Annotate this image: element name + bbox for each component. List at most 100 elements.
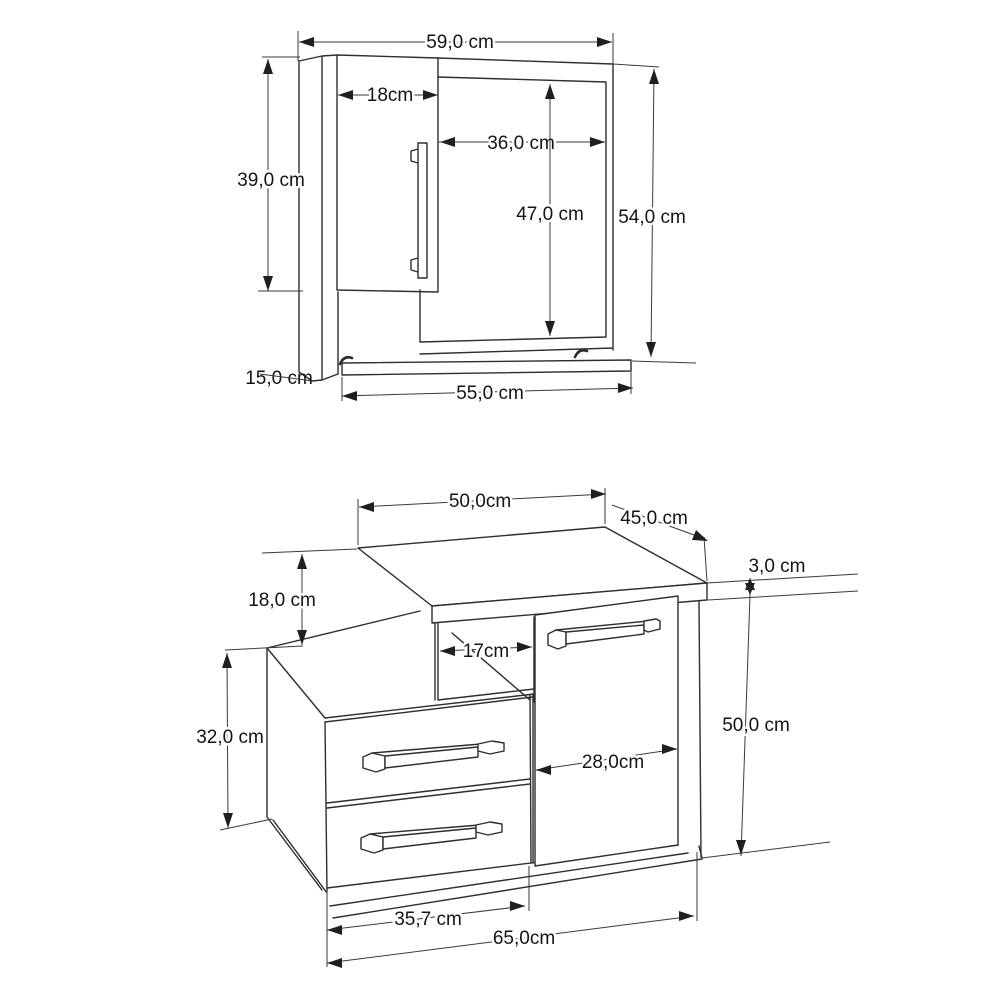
- dim-mirror-door-width: 18cm: [338, 83, 438, 109]
- arrowhead: [510, 901, 525, 911]
- arrowhead: [359, 502, 374, 512]
- mirror-door-handle: [410, 142, 428, 279]
- arrowhead: [263, 59, 273, 74]
- dim-mirror-width: 36,0 cm: [438, 131, 605, 157]
- upper-compartment: [434, 616, 537, 703]
- dim-label-mirror-total-height: 54,0 cm: [618, 207, 686, 228]
- dimension-line: [224, 548, 358, 651]
- arrowhead: [536, 765, 551, 775]
- arrowhead: [646, 342, 656, 357]
- arrowhead: [342, 391, 357, 401]
- arrowhead: [263, 276, 273, 291]
- dim-mirror-shelf-width: 55,0 cm: [341, 371, 634, 407]
- arrowhead: [545, 84, 555, 99]
- arrowhead: [299, 37, 314, 47]
- handle-end-block: [547, 629, 567, 650]
- dim-label-shelf-depth: 15,0 cm: [245, 368, 313, 389]
- dim-label-mirror-door-height: 39,0 cm: [237, 170, 305, 191]
- dim-label-cabinet-side-height: 50,0 cm: [722, 715, 790, 736]
- dim-label-cabinet-top-thickness: 3,0 cm: [748, 556, 805, 577]
- handle-end-block: [475, 821, 503, 836]
- arrowhead: [618, 383, 633, 393]
- handle-bar: [382, 827, 477, 850]
- dimension-line: [258, 56, 303, 292]
- door-handle: [547, 618, 661, 650]
- arrowhead: [517, 642, 532, 652]
- dim-label-cabinet-total-width: 65,0cm: [493, 928, 555, 949]
- arrowhead: [297, 630, 307, 645]
- arrowhead: [423, 90, 438, 100]
- dimension-line: [219, 652, 273, 831]
- dim-cabinet-top-depth: 45,0 cm: [611, 504, 708, 582]
- plinth: [329, 845, 703, 919]
- dim-label-cabinet-door-width: 28,0cm: [582, 752, 644, 773]
- lower-box-top: [266, 610, 535, 723]
- dimension-line: [535, 748, 678, 771]
- cabinet-door: [534, 595, 679, 867]
- handle-end-block: [643, 618, 661, 633]
- arrowhead: [679, 911, 694, 921]
- dim-mirror-total-height: 54,0 cm: [612, 63, 697, 364]
- arrowhead: [597, 37, 612, 47]
- arrowhead: [662, 744, 677, 754]
- dim-cabinet-side-height: 50,0 cm: [701, 594, 831, 859]
- drawer-handle-top: [362, 740, 505, 773]
- dim-mirror-shelf-depth: 15,0 cm: [245, 368, 314, 389]
- dimension-line: [612, 63, 697, 364]
- dimension-line: [297, 31, 614, 64]
- dim-cabinet-drawer-section-height: 32,0 cm: [194, 652, 273, 831]
- drawer-handle-bottom: [360, 821, 503, 854]
- mirror-frame-inner: [419, 76, 607, 343]
- arrowhead: [736, 840, 746, 855]
- handle-top-edge: [555, 620, 649, 631]
- arrowhead: [223, 813, 233, 828]
- arrowhead: [440, 137, 455, 147]
- shelf-hook-left: [338, 355, 354, 366]
- dim-cabinet-total-width: 65,0cm: [326, 852, 698, 968]
- arrowhead: [590, 137, 605, 147]
- dimension-line: [341, 371, 634, 401]
- arrowhead: [649, 69, 659, 84]
- dim-label-drawer-section-width: 35,7 cm: [394, 909, 462, 930]
- arrowhead: [545, 321, 555, 336]
- mirror-door: [336, 54, 439, 293]
- dimension-line: [706, 573, 859, 601]
- dim-cabinet-top-thickness: 3,0 cm: [706, 554, 859, 601]
- handle-bar: [384, 746, 479, 769]
- arrowhead: [297, 554, 307, 569]
- mirror-side-panel: [298, 54, 339, 382]
- arrowhead: [338, 90, 353, 100]
- dim-cabinet-recess-width: 17cm: [439, 639, 533, 665]
- dim-label-mirror-width: 36,0 cm: [487, 133, 555, 154]
- dim-label-shelf-width: 55,0 cm: [456, 383, 524, 404]
- cabinet-drawing: 50,0cm 45,0 cm 3,0 cm 18,0 cm 17cm: [194, 488, 859, 968]
- dimension-line: [326, 852, 698, 964]
- handle-end-block: [477, 740, 505, 755]
- dimension-line: [259, 373, 314, 382]
- cabinet-structure: [266, 526, 708, 919]
- dim-label-drawer-section-height: 32,0 cm: [196, 727, 264, 748]
- dim-label-cabinet-top-width: 50,0cm: [449, 491, 511, 512]
- mirror-drawing: 59,0 cm 18cm 36,0 cm 39,0 cm 47,0 cm: [235, 30, 697, 407]
- dim-mirror-height: 47,0 cm: [514, 84, 586, 336]
- dim-label-upper-recess-height: 18,0 cm: [248, 590, 316, 611]
- dim-label-recess-width: 17cm: [463, 641, 509, 662]
- arrowhead: [327, 958, 342, 968]
- cabinet-top-front-face: [431, 582, 708, 624]
- dim-label-mirror-height: 47,0 cm: [516, 204, 584, 225]
- arrowhead: [327, 925, 342, 935]
- dim-mirror-total-width: 59,0 cm: [297, 30, 614, 64]
- mirror-shelf: [341, 359, 632, 376]
- handle-top-edge: [369, 824, 480, 835]
- dim-cabinet-drawer-section-width: 35,7 cm: [326, 866, 530, 967]
- drawer-right-edge: [529, 693, 534, 864]
- dimension-line: [701, 594, 831, 859]
- handle-top-edge: [371, 743, 482, 754]
- dim-cabinet-upper-recess-height: 18,0 cm: [224, 548, 358, 651]
- dimension-line: [439, 646, 533, 652]
- dimension-line: [611, 504, 708, 582]
- handle-bar: [565, 624, 645, 645]
- arrowhead: [222, 653, 232, 668]
